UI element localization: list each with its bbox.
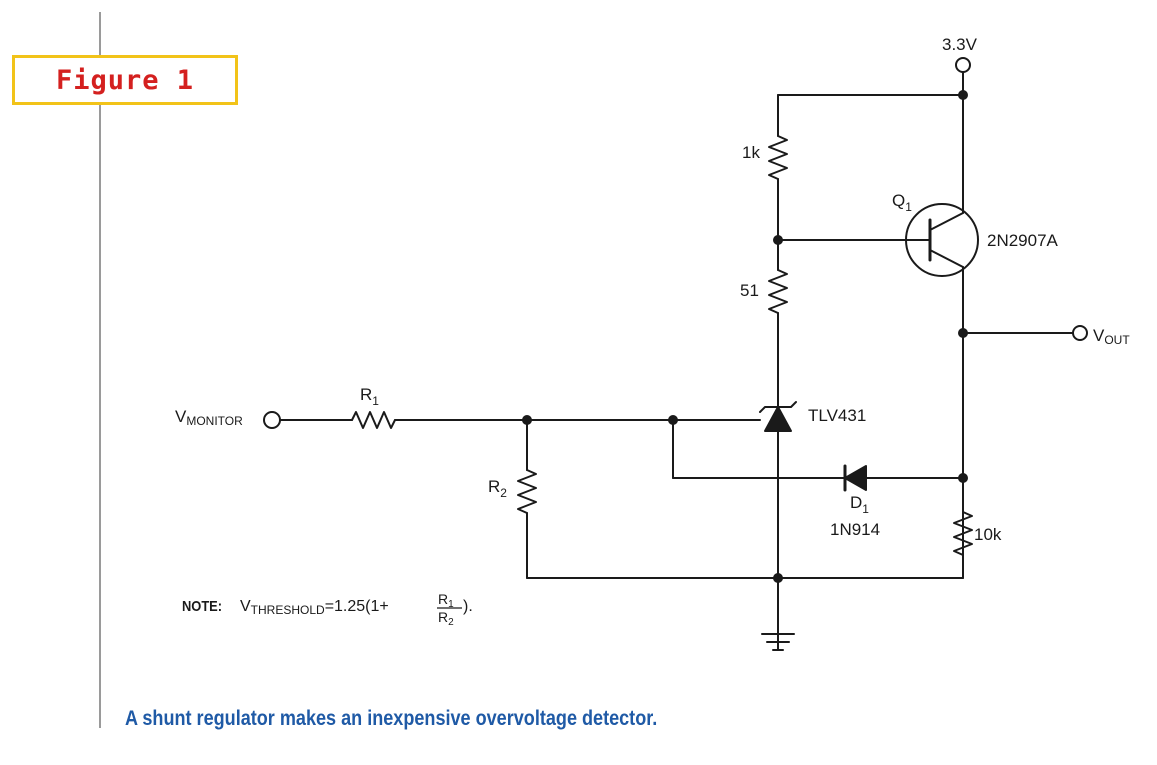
r51-label: 51: [740, 281, 759, 300]
resistor-1k: [768, 135, 788, 180]
resistor-r2: [517, 469, 537, 514]
transistor-q1: [905, 203, 979, 277]
tlv431-bar: [759, 401, 797, 413]
diode-d1: [844, 465, 867, 491]
tlv431-symbol: [764, 406, 792, 432]
r1-label: R1: [360, 385, 379, 408]
junction-dot: [958, 328, 968, 338]
resistor-r1: [351, 411, 396, 429]
figure-label-box: Figure 1: [12, 55, 238, 105]
note-numerator: R1: [438, 591, 454, 610]
note-close: ).: [463, 598, 473, 615]
figure-label: Figure 1: [55, 64, 195, 96]
junction-dot: [958, 473, 968, 483]
resistor-51: [768, 269, 788, 314]
q1-collector: [929, 249, 964, 268]
junction-dot: [958, 90, 968, 100]
q1-emitter: [929, 212, 964, 231]
q1-label: Q1: [892, 191, 912, 214]
d1-part-label: 1N914: [830, 520, 880, 539]
note-denominator: R2: [438, 609, 454, 628]
r2-label: R2: [488, 477, 507, 500]
d1-label: D1: [850, 493, 869, 516]
tlv431-label: TLV431: [808, 406, 866, 425]
resistor-10k: [953, 511, 973, 556]
vmonitor-label: VMONITOR: [175, 407, 243, 428]
threshold-note: NOTE: VTHRESHOLD=1.25(1+ R1 R2 ).: [182, 591, 473, 628]
figure-caption: A shunt regulator makes an inexpensive o…: [125, 707, 658, 730]
q1-part-label: 2N2907A: [987, 231, 1059, 250]
note-formula: VTHRESHOLD=1.25(1+: [240, 598, 389, 617]
margin-rule: [99, 12, 101, 728]
vmonitor-terminal: [263, 411, 281, 429]
r10k-label: 10k: [974, 525, 1002, 544]
junction-dot: [773, 235, 783, 245]
supply-terminal: [955, 57, 971, 73]
vout-terminal: [1072, 325, 1088, 341]
junction-dot: [668, 415, 678, 425]
junction-dot: [522, 415, 532, 425]
vout-label: VOUT: [1093, 326, 1130, 347]
supply-label: 3.3V: [942, 35, 978, 54]
r1k-label: 1k: [742, 143, 760, 162]
junction-dot: [773, 573, 783, 583]
note-prefix: NOTE:: [182, 597, 222, 614]
